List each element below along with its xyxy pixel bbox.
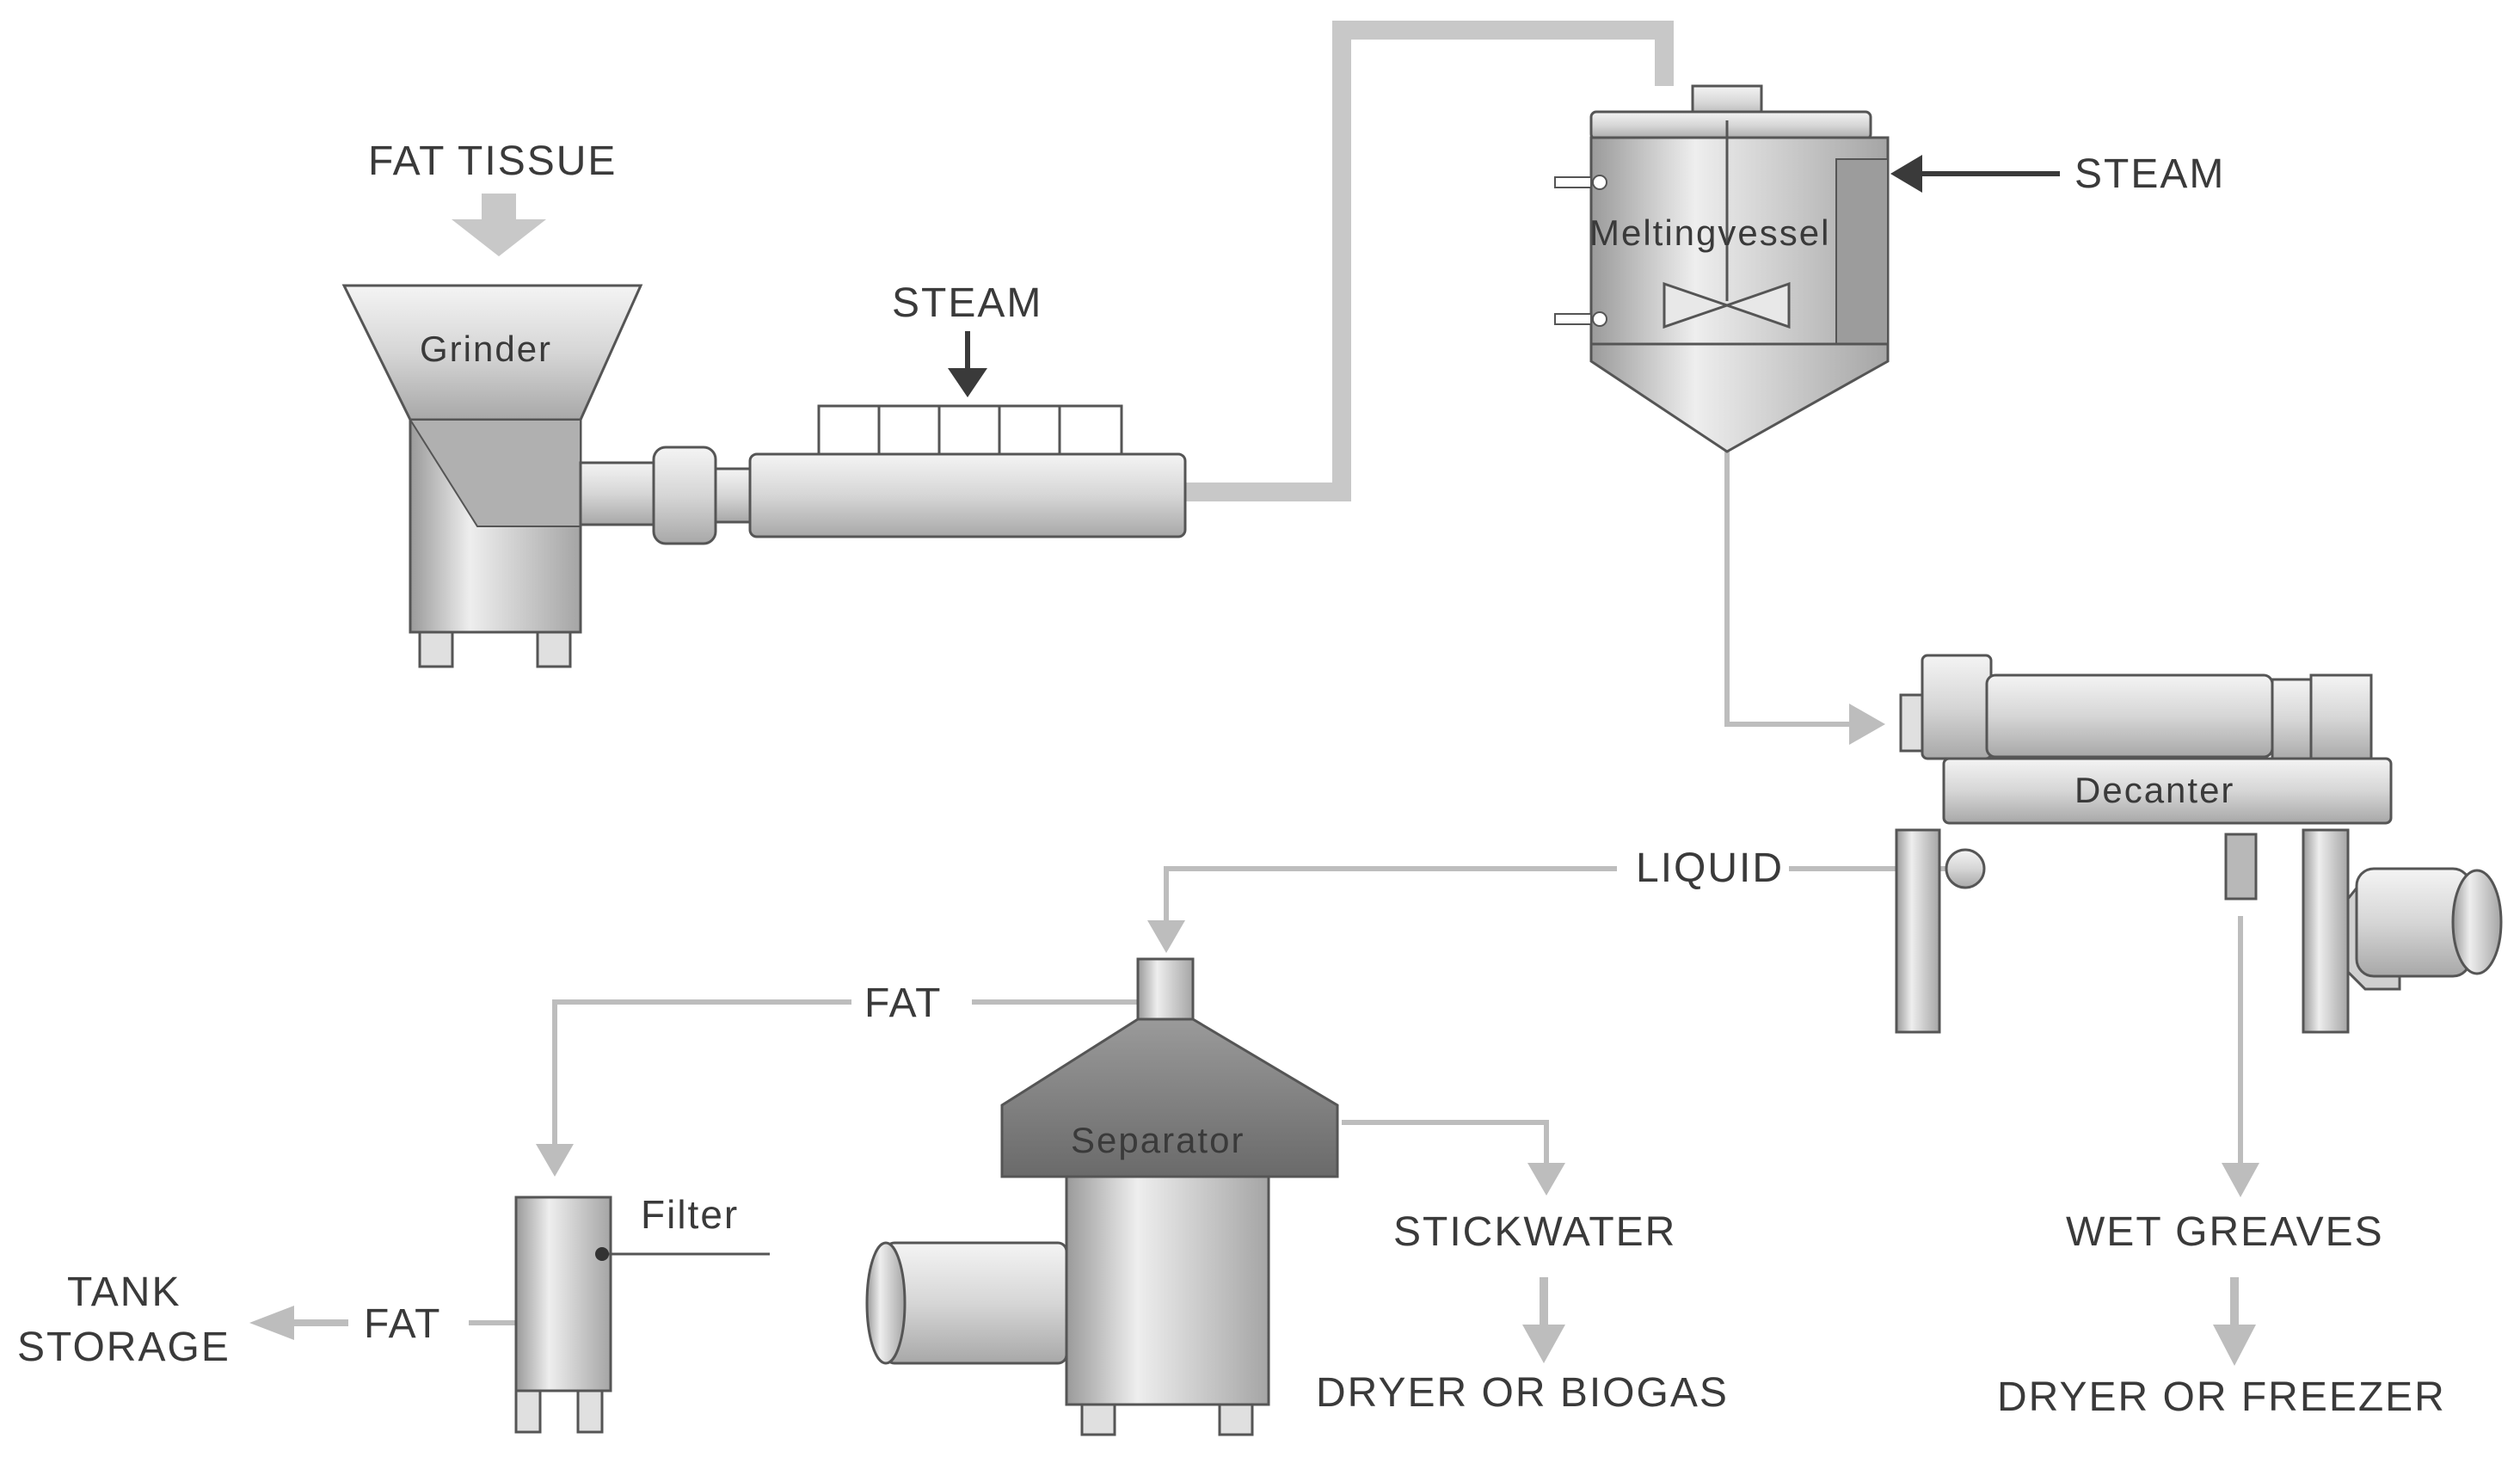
- fat-tissue-label: FAT TISSUE: [368, 138, 617, 184]
- fat-top-label: FAT: [864, 981, 942, 1026]
- wet-greaves-arrowhead: [2222, 1163, 2259, 1197]
- separator-label: Separator: [1071, 1120, 1245, 1160]
- melting-vessel: [1554, 84, 1890, 453]
- vessel-to-decanter-arrowhead: [1849, 704, 1885, 745]
- fat-bottom-label: FAT: [364, 1301, 441, 1347]
- dryer-biogas-arrowhead: [1522, 1325, 1565, 1363]
- steam-vessel-arrowhead: [1890, 155, 1922, 193]
- decanter-label: Decanter: [2074, 770, 2234, 810]
- decanter: [1895, 654, 2503, 1034]
- dryer-or-biogas-label: DRYER OR BIOGAS: [1316, 1370, 1729, 1416]
- conveyor-to-vessel-line: [1185, 21, 1674, 501]
- grinder: [341, 284, 753, 668]
- vessel-to-decanter-line: [1724, 452, 1849, 727]
- grinder-label: Grinder: [420, 329, 552, 369]
- steam-conveyor-arrowhead: [948, 368, 987, 397]
- tank-storage-arrowhead: [249, 1306, 294, 1340]
- dryer-freezer-arrowhead: [2213, 1325, 2256, 1366]
- filter: [514, 1196, 770, 1434]
- tank-storage-label-line1: TANK: [67, 1269, 181, 1315]
- filter-label: Filter: [641, 1192, 739, 1237]
- steam-conveyor: [748, 404, 1187, 538]
- liquid-arrowhead: [1147, 920, 1185, 953]
- fat-arrowhead-filter: [536, 1144, 574, 1177]
- fat-tissue-arrow: [452, 194, 546, 256]
- melting-vessel-label: Meltingvessel: [1589, 212, 1830, 253]
- separator: [865, 957, 1339, 1436]
- wet-greaves-label: WET GREAVES: [2066, 1209, 2384, 1255]
- liquid-line-left: [1164, 866, 1617, 922]
- stickwater-arrowhead: [1527, 1163, 1565, 1196]
- dryer-or-freezer-label: DRYER OR FREEZER: [1997, 1374, 2446, 1420]
- liquid-label: LIQUID: [1636, 845, 1784, 891]
- tank-storage-label-line2: STORAGE: [17, 1325, 230, 1370]
- steam-conveyor-label: STEAM: [892, 280, 1042, 326]
- fat-line-left: [552, 999, 851, 1144]
- stickwater-label: STICKWATER: [1393, 1209, 1676, 1255]
- steam-vessel-label: STEAM: [2074, 151, 2225, 197]
- separator-to-stickwater-line: [1342, 1120, 1549, 1163]
